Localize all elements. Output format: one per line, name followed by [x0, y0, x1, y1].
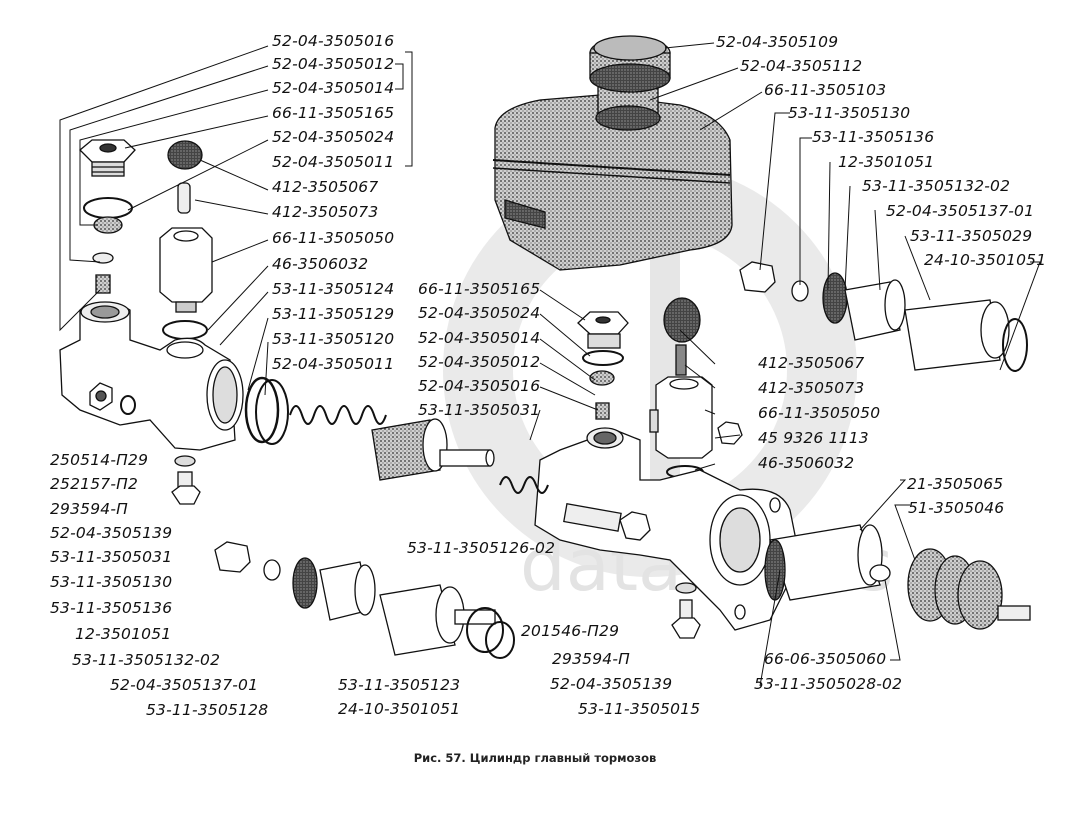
parts-group [59, 35, 1031, 659]
part-label: 412-3505067 [272, 178, 379, 196]
part-label: 250514-П29 [50, 451, 149, 469]
part-label: 53-11-3505015 [578, 700, 701, 718]
part-label: 53-11-3505028-02 [754, 675, 903, 693]
part-label: 53-11-3505124 [272, 280, 395, 298]
part-label: 52-04-3505024 [272, 128, 395, 146]
part-label: 51-3505046 [908, 499, 1005, 517]
piston-assembly-bottom-left [214, 541, 515, 659]
part-label: 52-04-3505139 [50, 524, 173, 542]
part-label: 66-11-3505103 [764, 81, 887, 99]
part-label: 53-11-3505130 [788, 104, 911, 122]
part-label: 53-11-3505136 [50, 599, 173, 617]
part-label: 53-11-3505120 [272, 330, 395, 348]
part-label: 52-04-3505016 [272, 32, 395, 50]
part-label: 52-04-3505139 [550, 675, 673, 693]
part-label: 53-11-3505132-02 [862, 177, 1011, 195]
part-label: 12-3501051 [75, 625, 172, 643]
leader-lines [59, 42, 1041, 687]
part-label: 53-11-3505123 [338, 676, 461, 694]
piston-assembly-top-right [739, 261, 1028, 372]
part-label: 252157-П2 [50, 475, 139, 493]
part-label: 52-04-3505109 [716, 33, 839, 51]
cylinder-body-center [534, 427, 801, 631]
part-label: 53-11-3505031 [50, 548, 173, 566]
plug-nut-center [577, 311, 629, 420]
part-label: 53-11-3505029 [910, 227, 1033, 245]
part-label: 45 9326 1113 [758, 429, 869, 447]
part-label: 293594-П [50, 500, 129, 518]
piston-left [371, 418, 495, 481]
part-label: 53-11-3505126-02 [407, 539, 556, 557]
part-label: 46-3506032 [758, 454, 855, 472]
boot-right [907, 548, 1031, 630]
cylinder-body-left [59, 301, 244, 451]
part-label: 52-04-3505137-01 [886, 202, 1035, 220]
part-label: 66-11-3505165 [272, 104, 395, 122]
part-label: 52-04-3505014 [418, 329, 541, 347]
part-label: 52-04-3505012 [272, 55, 395, 73]
valve-cap-center [649, 297, 743, 479]
part-label: 412-3505073 [758, 379, 865, 397]
part-label: 52-04-3505011 [272, 355, 395, 373]
part-label: 24-10-3501051 [924, 251, 1047, 269]
part-label: 412-3505067 [758, 354, 865, 372]
part-label: 21-3505065 [907, 475, 1004, 493]
part-label: 53-11-3505128 [146, 701, 269, 719]
bolt-center [671, 582, 701, 639]
part-label: 66-11-3505050 [758, 404, 881, 422]
part-label: 66-11-3505050 [272, 229, 395, 247]
reservoir [492, 35, 733, 271]
part-label: 53-11-3505136 [812, 128, 935, 146]
part-label: 66-11-3505165 [418, 280, 541, 298]
part-label: 53-11-3505132-02 [72, 651, 221, 669]
part-label: 53-11-3505130 [50, 573, 173, 591]
part-label: 52-04-3505011 [272, 153, 395, 171]
part-label: 12-3501051 [838, 153, 935, 171]
part-label: 52-04-3505137-01 [110, 676, 259, 694]
part-label: 52-04-3505024 [418, 304, 541, 322]
part-label: 52-04-3505012 [418, 353, 541, 371]
plug-nut-left [79, 139, 136, 294]
part-label: 66-06-3505060 [764, 650, 887, 668]
part-label: 201546-П29 [521, 622, 620, 640]
part-label: 412-3505073 [272, 203, 379, 221]
valve-cap-left [159, 140, 213, 340]
part-label: 52-04-3505016 [418, 377, 541, 395]
spring-center [499, 476, 549, 494]
part-label: 53-11-3505031 [418, 401, 541, 419]
part-label: 24-10-3501051 [338, 700, 461, 718]
figure-caption: Рис. 57. Цилиндр главный тормозов [413, 751, 657, 765]
part-label: 293594-П [552, 650, 631, 668]
part-label: 53-11-3505129 [272, 305, 395, 323]
part-label: 46-3506032 [272, 255, 369, 273]
spring-left [244, 376, 387, 445]
bolt-left [171, 455, 201, 505]
piston-right [764, 524, 891, 601]
part-label: 52-04-3505014 [272, 79, 395, 97]
part-label: 52-04-3505112 [740, 57, 863, 75]
